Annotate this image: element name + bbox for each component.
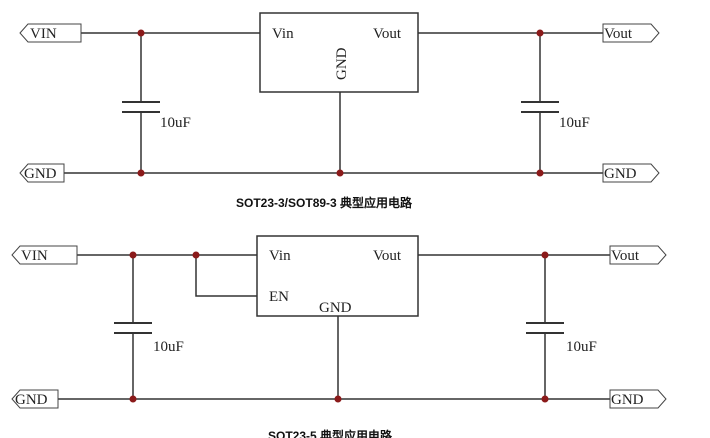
- vin-port-label: VIN: [30, 26, 57, 42]
- vout-port-label: Vout: [611, 248, 640, 264]
- gnd-right-port-label: GND: [611, 392, 644, 408]
- junction-dot: [336, 169, 344, 177]
- circuit-2: Vin Vout EN GND 10uF 10uF VIN Vout GND G…: [11, 235, 667, 438]
- cap-right-value: 10uF: [566, 339, 597, 355]
- en-tie-wire: [195, 255, 257, 297]
- junction-dot: [137, 169, 145, 177]
- vin-port-label: VIN: [21, 248, 48, 264]
- gnd-left-port-shape: [19, 163, 65, 183]
- chip-vin-pin-label: Vin: [269, 248, 291, 264]
- regulator-chip: [256, 235, 419, 317]
- gnd-left-port-shape: [11, 389, 59, 409]
- chip-en-pin-label: EN: [269, 289, 289, 305]
- chip-gnd-pin-label: GND: [319, 300, 352, 316]
- chip-gnd-pin-label: GND: [334, 47, 350, 80]
- circuit-2-caption: SOT23-5 典型应用电路: [268, 428, 393, 438]
- gnd-right-port-shape: [609, 389, 667, 409]
- chip-vout-pin-label: Vout: [373, 26, 402, 42]
- junction-dot: [536, 29, 544, 37]
- regulator-chip: [259, 12, 419, 93]
- junction-dot: [137, 29, 145, 37]
- cap-left-value: 10uF: [153, 339, 184, 355]
- vin-port-shape: [11, 245, 78, 265]
- junction-dot: [129, 251, 137, 259]
- junction-dot: [541, 251, 549, 259]
- circuit-1-caption: SOT23-3/SOT89-3 典型应用电路: [236, 195, 413, 210]
- gnd-right-port-shape: [602, 163, 660, 183]
- circuit-1: Vin Vout GND 10uF 10uF VIN Vout GND GND …: [19, 12, 660, 210]
- junction-dot: [536, 169, 544, 177]
- junction-dot: [129, 395, 137, 403]
- gnd-left-port-label: GND: [15, 392, 48, 408]
- junction-dot: [541, 395, 549, 403]
- vin-port-shape: [19, 23, 82, 43]
- cap-left-value: 10uF: [160, 115, 191, 131]
- chip-vin-pin-label: Vin: [272, 26, 294, 42]
- junction-dot: [334, 395, 342, 403]
- vout-port-shape: [609, 245, 667, 265]
- chip-vout-pin-label: Vout: [373, 248, 402, 264]
- junction-dot: [192, 251, 200, 259]
- vout-port-label: Vout: [604, 26, 633, 42]
- gnd-left-port-label: GND: [24, 166, 57, 182]
- vout-port-shape: [602, 23, 660, 43]
- gnd-right-port-label: GND: [604, 166, 637, 182]
- cap-right-value: 10uF: [559, 115, 590, 131]
